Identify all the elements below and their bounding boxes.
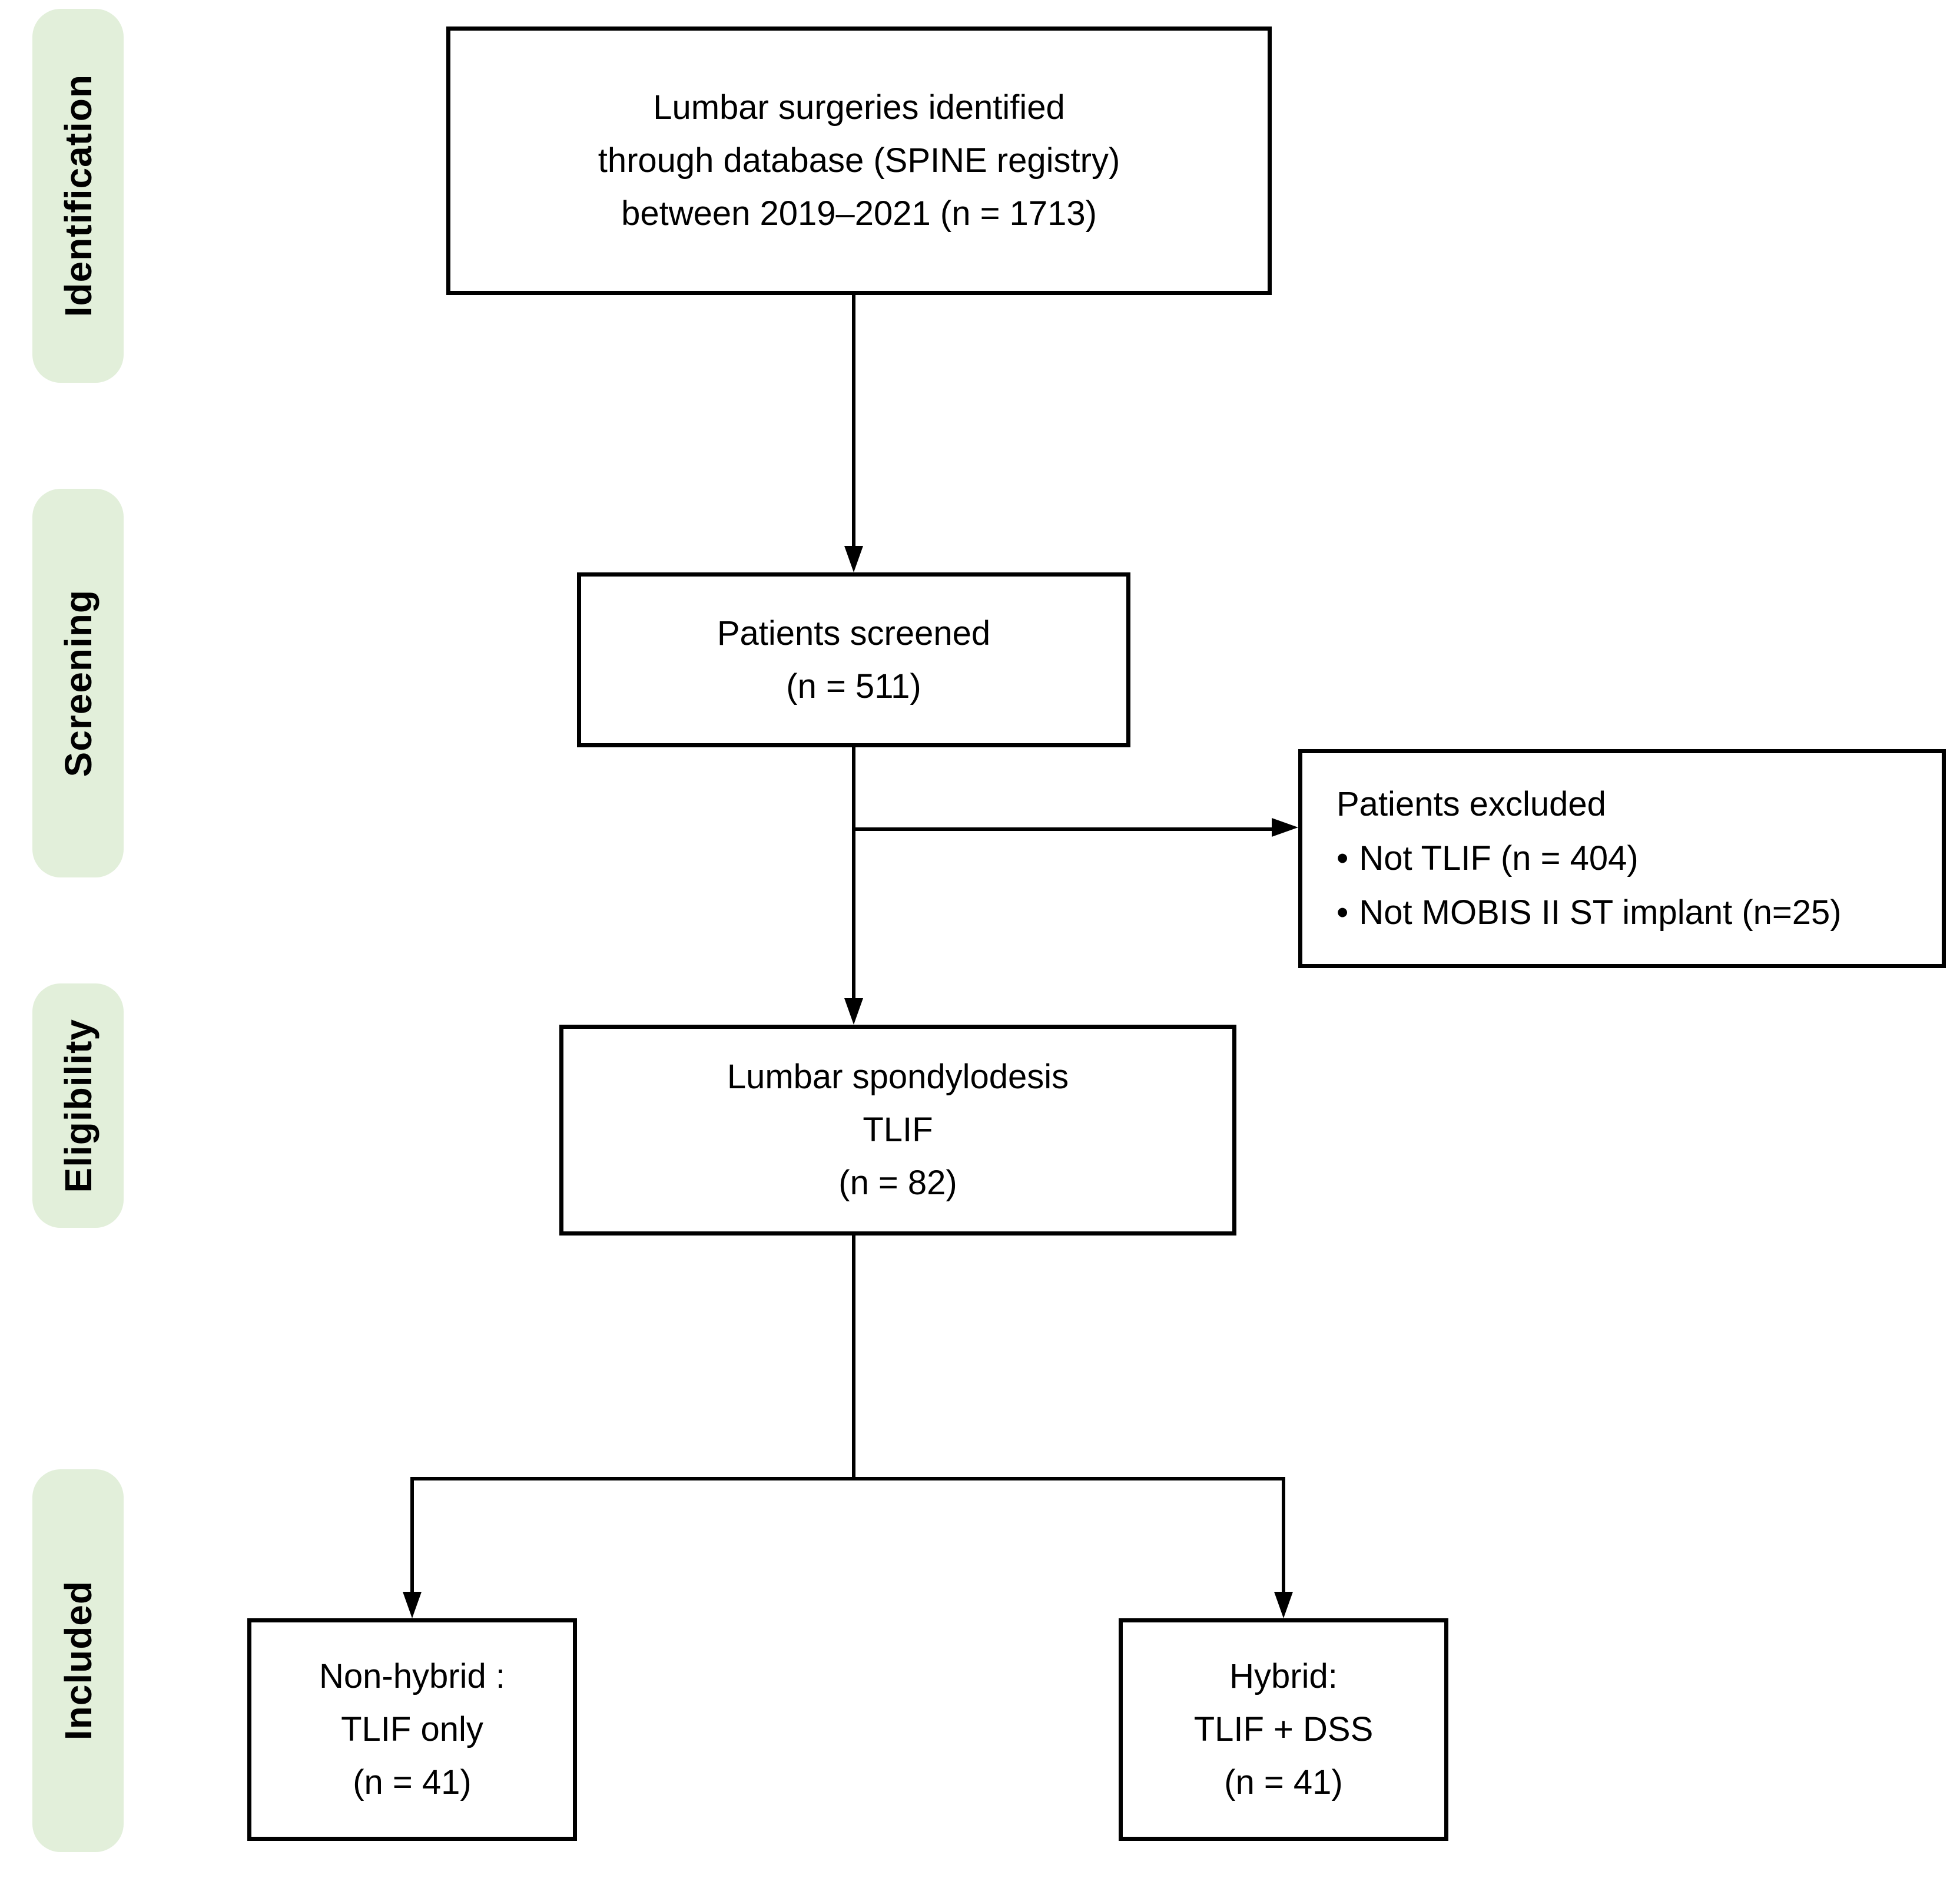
arrow-down-icon <box>1274 1592 1293 1618</box>
stage-included: Included <box>32 1469 124 1852</box>
excluded-bullet-2: • Not MOBIS II ST implant (n=25) <box>1336 886 1842 940</box>
box-excluded: Patients excluded • Not TLIF (n = 404) • N… <box>1298 749 1946 968</box>
arrow-right-icon <box>1272 818 1298 837</box>
eligible-line-1: Lumbar spondylodesis <box>727 1058 1069 1096</box>
box-non-hybrid: Non-hybrid : TLIF only (n = 41) <box>247 1618 577 1841</box>
stage-eligibility: Eligibility <box>32 983 124 1228</box>
box-screened: Patients screened (n = 511) <box>577 572 1130 747</box>
box-non-hybrid-text: Non-hybrid : TLIF only (n = 41) <box>319 1650 505 1809</box>
stage-eligibility-label: Eligibility <box>57 1018 100 1193</box>
connector-split-to-hybrid <box>1282 1477 1285 1594</box>
excluded-bullet-1-text: Not TLIF (n = 404) <box>1359 839 1639 877</box>
stage-screening: Screening <box>32 489 124 877</box>
identified-line-3: between 2019–2021 (n = 1713) <box>621 194 1097 233</box>
box-identified-text: Lumbar surgeries identified through data… <box>598 81 1120 240</box>
hybrid-line-2: TLIF + DSS <box>1193 1710 1374 1748</box>
connector-branch-to-excluded <box>852 827 1272 831</box>
non-hybrid-line-1: Non-hybrid : <box>319 1657 505 1695</box>
box-eligible-text: Lumbar spondylodesis TLIF (n = 82) <box>727 1051 1069 1210</box>
eligible-line-2: TLIF <box>863 1111 933 1149</box>
screened-line-1: Patients screened <box>717 614 991 652</box>
excluded-bullet-1: • Not TLIF (n = 404) <box>1336 832 1842 886</box>
connector-identified-to-screened <box>852 295 855 548</box>
eligible-line-3: (n = 82) <box>838 1164 957 1202</box>
stage-screening-label: Screening <box>57 589 100 777</box>
screened-line-2: (n = 511) <box>786 667 921 705</box>
arrow-down-icon <box>844 998 863 1025</box>
box-hybrid-text: Hybrid: TLIF + DSS (n = 41) <box>1194 1650 1374 1809</box>
connector-split-line <box>410 1477 1285 1480</box>
identified-line-1: Lumbar surgeries identified <box>653 88 1065 127</box>
box-excluded-text: Patients excluded • Not TLIF (n = 404) • N… <box>1302 777 1853 940</box>
connector-screened-to-eligible <box>852 747 855 1001</box>
bullet-icon: • <box>1336 839 1349 877</box>
connector-split-to-non-hybrid <box>410 1477 414 1594</box>
box-hybrid: Hybrid: TLIF + DSS (n = 41) <box>1119 1618 1448 1841</box>
excluded-bullet-2-text: Not MOBIS II ST implant (n=25) <box>1359 893 1842 932</box>
non-hybrid-line-2: TLIF only <box>341 1710 483 1748</box>
bullet-icon: • <box>1336 893 1349 932</box>
stage-identification: Identification <box>32 9 124 383</box>
arrow-down-icon <box>844 546 863 572</box>
stage-identification-label: Identification <box>57 74 100 317</box>
arrow-down-icon <box>403 1592 422 1618</box>
connector-eligible-to-split <box>852 1236 855 1480</box>
box-identified: Lumbar surgeries identified through data… <box>446 27 1272 295</box>
non-hybrid-line-3: (n = 41) <box>353 1763 472 1801</box>
excluded-title: Patients excluded <box>1336 785 1606 823</box>
box-eligible: Lumbar spondylodesis TLIF (n = 82) <box>559 1025 1236 1236</box>
stage-included-label: Included <box>57 1581 100 1741</box>
box-screened-text: Patients screened (n = 511) <box>717 607 990 713</box>
hybrid-line-3: (n = 41) <box>1224 1763 1343 1801</box>
hybrid-line-1: Hybrid: <box>1229 1657 1338 1695</box>
identified-line-2: through database (SPINE registry) <box>598 141 1120 180</box>
